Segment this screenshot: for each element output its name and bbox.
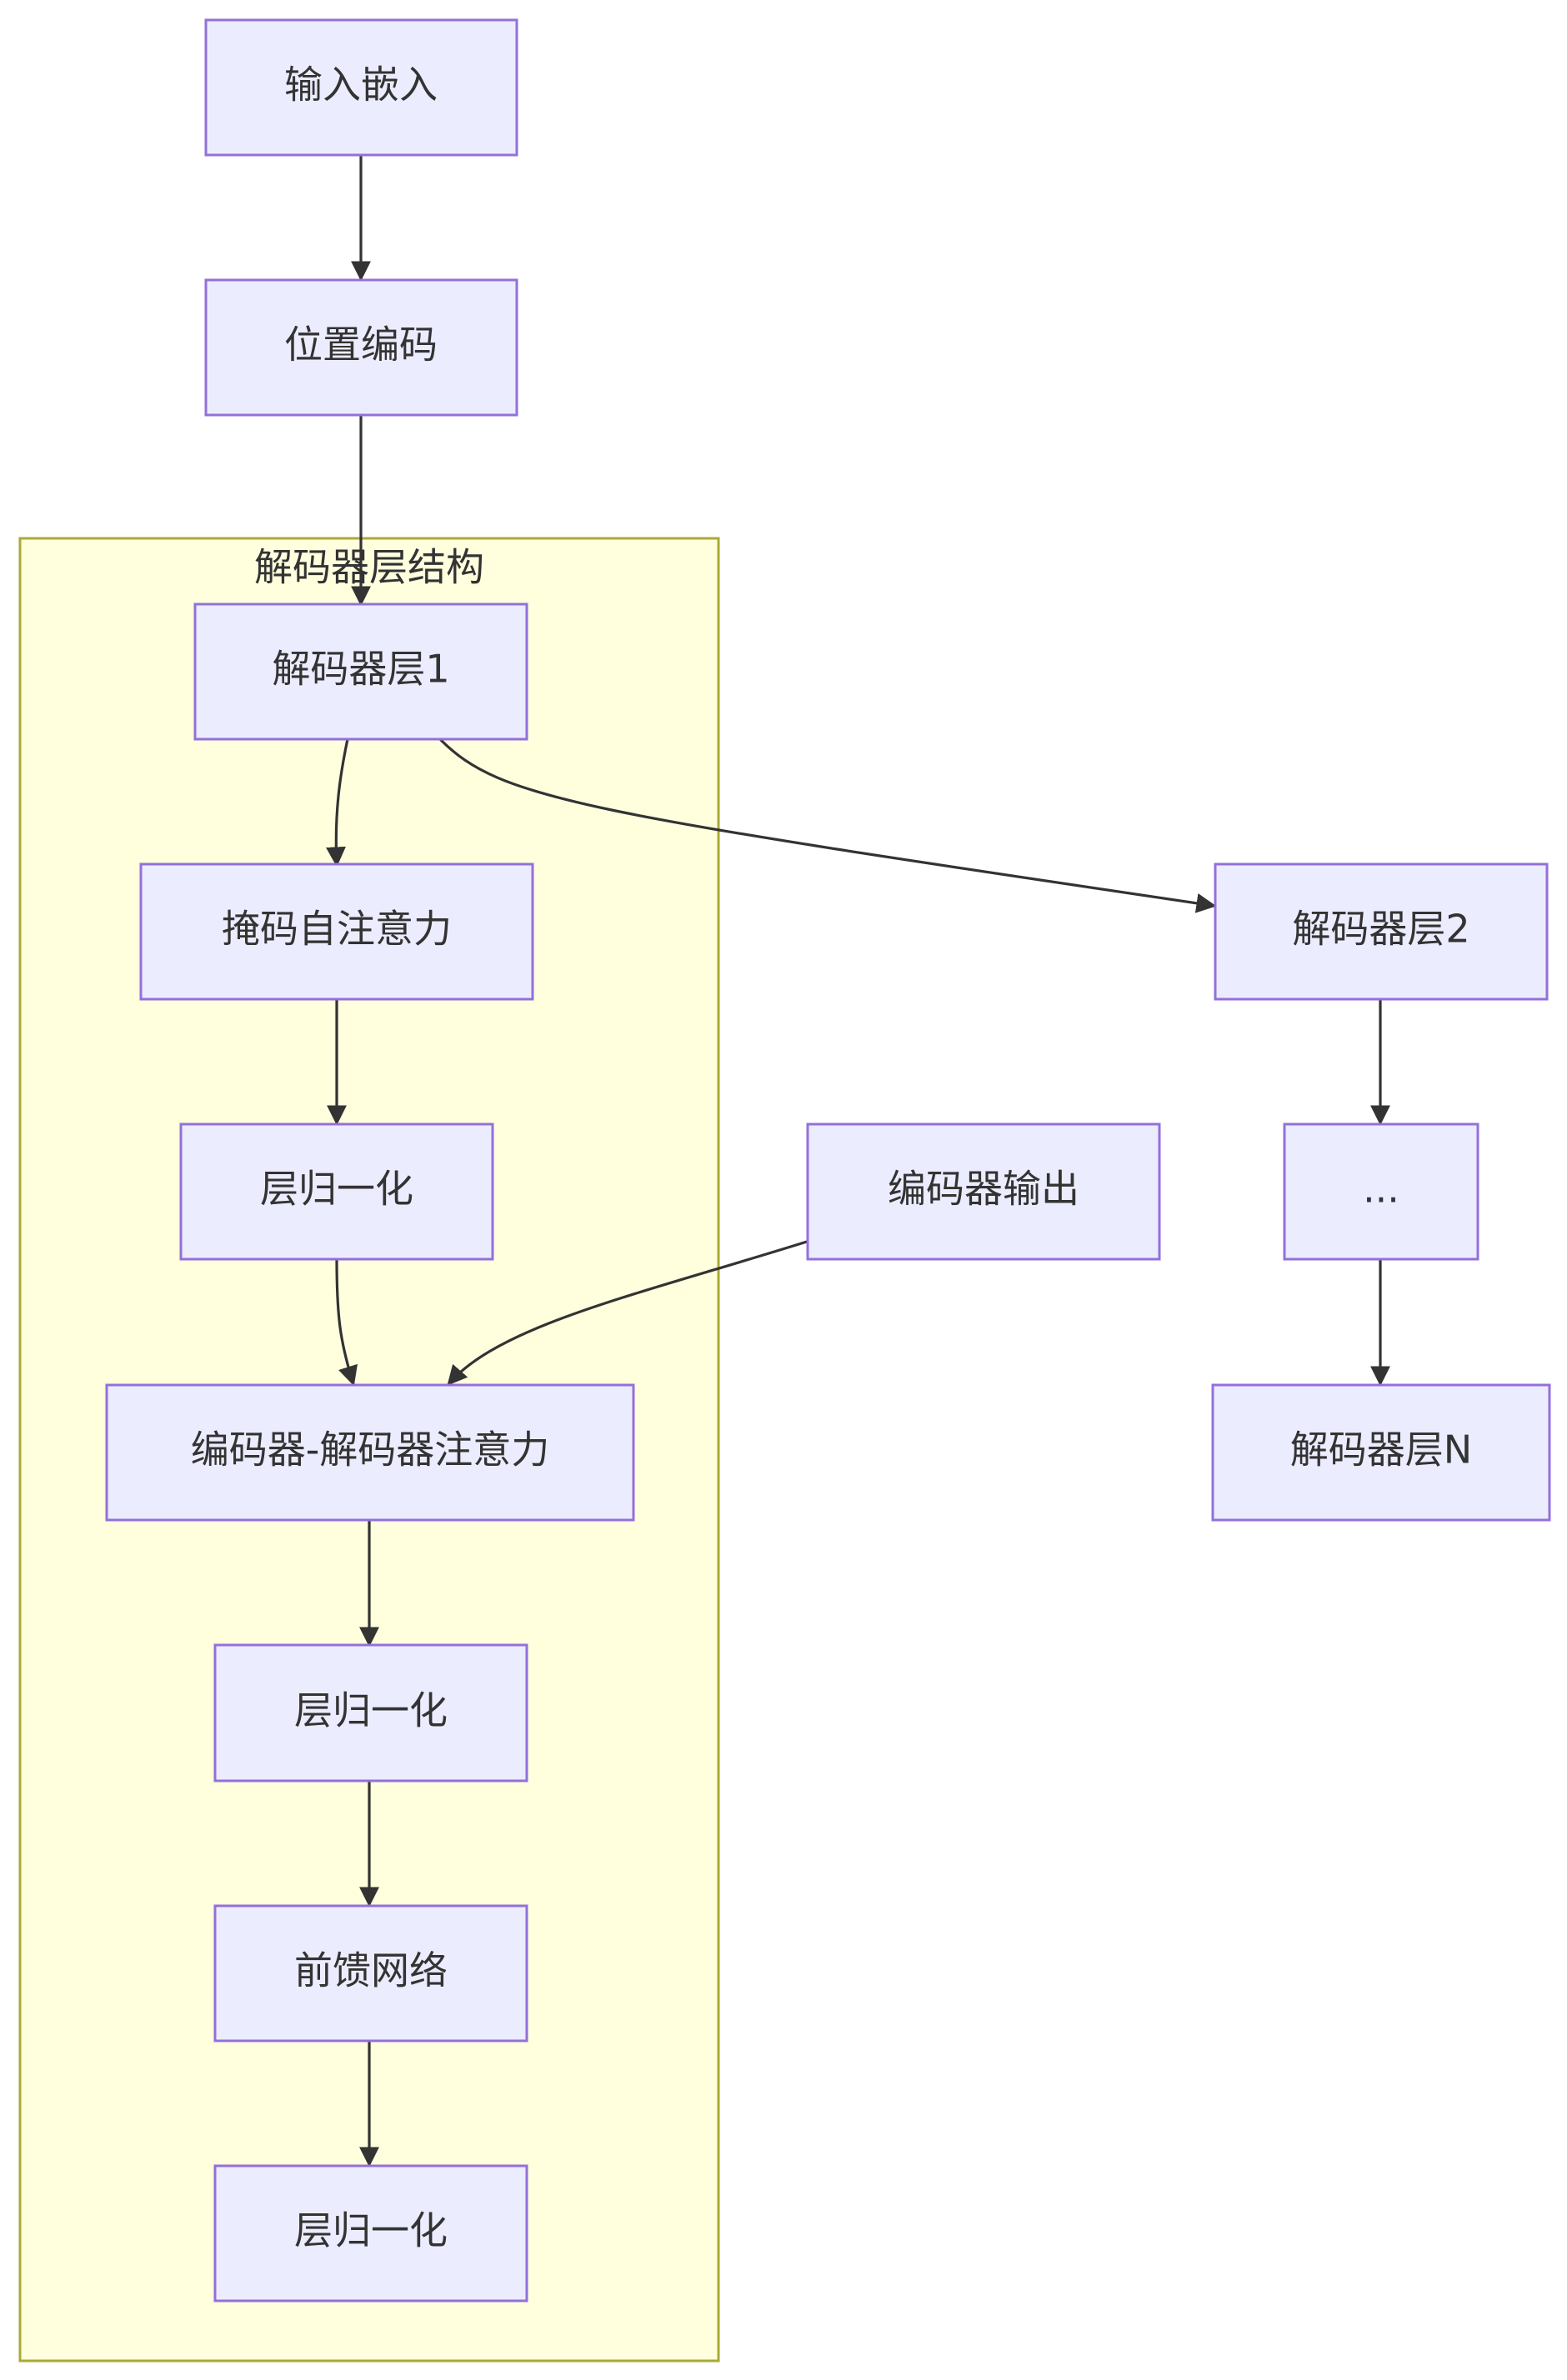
node-decoder-layer-2[interactable]: 解码器层2 [1214, 862, 1549, 1001]
cluster-title: 解码器层结构 [254, 545, 484, 590]
node-encoder-output[interactable]: 编码器输出 [806, 1122, 1161, 1261]
node-encoder-decoder-attention[interactable]: 编码器-解码器注意力 [105, 1383, 635, 1522]
node-layer-norm-3[interactable]: 层归一化 [213, 2164, 528, 2302]
edge-decoder-layer-1-to-decoder-layer-2 [438, 738, 1217, 913]
node-decoder-layer-1[interactable]: 解码器层1 [193, 602, 528, 741]
node-masked-self-attention-label: 掩码自注意力 [222, 907, 452, 952]
node-positional-encoding-label: 位置编码 [284, 322, 438, 368]
node-feed-forward[interactable]: 前馈网络 [213, 1904, 528, 2042]
node-layer-norm-1-label: 层归一化 [260, 1167, 413, 1212]
node-ellipsis-label: ... [1363, 1167, 1399, 1212]
node-layer-norm-3-label: 层归一化 [294, 2208, 448, 2253]
edges [325, 155, 1390, 2168]
node-input-embedding-label: 输入嵌入 [284, 62, 438, 108]
edge-decoder-layer-1-to-masked-self-attention [325, 738, 349, 868]
edge-layer-norm-1-to-encoder-decoder-attention [335, 1258, 358, 1387]
node-decoder-layer-n[interactable]: 解码器层N [1211, 1383, 1551, 1522]
node-input-embedding[interactable]: 输入嵌入 [204, 18, 518, 157]
edge-encoder-output-to-encoder-decoder-attention [447, 1240, 808, 1386]
node-decoder-layer-2-label: 解码器层2 [1292, 907, 1469, 952]
node-feed-forward-label: 前馈网络 [294, 1948, 448, 1993]
node-positional-encoding[interactable]: 位置编码 [204, 278, 518, 417]
node-encoder-decoder-attention-label: 编码器-解码器注意力 [191, 1428, 550, 1472]
node-decoder-layer-1-label: 解码器层1 [272, 647, 449, 692]
node-encoder-output-label: 编码器输出 [888, 1167, 1079, 1212]
node-decoder-layer-n-label: 解码器层N [1290, 1428, 1472, 1472]
node-layer-norm-2-label: 层归一化 [294, 1688, 448, 1733]
nodes: 输入嵌入 位置编码 解码器层1 掩码自注意力 层归一化 编码器-解码器注意力 层… [105, 18, 1551, 2302]
node-layer-norm-1[interactable]: 层归一化 [179, 1122, 494, 1261]
node-layer-norm-2[interactable]: 层归一化 [213, 1643, 528, 1782]
node-ellipsis[interactable]: ... [1283, 1122, 1479, 1261]
node-masked-self-attention[interactable]: 掩码自注意力 [139, 862, 534, 1001]
